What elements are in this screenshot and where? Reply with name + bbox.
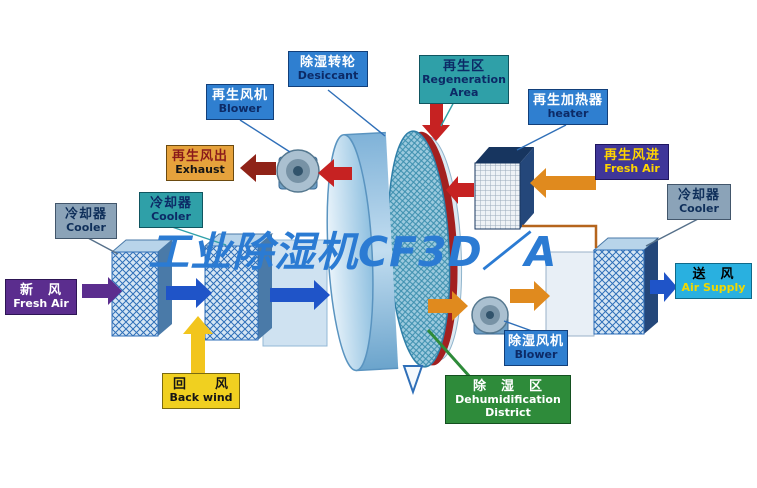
label-regen-blower-zh: 再生风机 xyxy=(211,88,268,103)
label-exhaust-en: Exhaust xyxy=(175,163,225,177)
label-dehumid-district-zh: 除 湿 区 xyxy=(472,379,543,394)
leader-regen-blower xyxy=(239,119,291,153)
arrow-return-air-up xyxy=(183,316,213,378)
label-fresh-air: 新 风 Fresh Air xyxy=(5,279,77,316)
label-back-wind-zh: 回 风 xyxy=(172,377,229,392)
label-fresh-air-zh: 新 风 xyxy=(19,283,62,298)
label-regen-fresh-air-en: Fresh Air xyxy=(604,162,660,176)
label-back-wind: 回 风 Back wind xyxy=(162,373,240,410)
label-regen-fresh-air-zh: 再生风进 xyxy=(603,148,660,163)
label-exhaust-zh: 再生风出 xyxy=(171,149,228,164)
label-dehumid-district-en: Dehumidification District xyxy=(455,393,561,420)
label-cooler-right: 冷却器 Cooler xyxy=(667,184,731,221)
label-air-supply-en: Air Supply xyxy=(681,281,746,295)
label-regen-fresh-air: 再生风进 Fresh Air xyxy=(595,144,669,181)
cooler-box-left-inner xyxy=(203,233,274,341)
heater-unit xyxy=(474,147,534,230)
leader-cooler-left-inner xyxy=(171,226,227,246)
label-cooler-left-outer-en: Cooler xyxy=(66,221,106,235)
leader-heater xyxy=(516,124,567,151)
arrow-heater-to-wheel xyxy=(446,176,474,204)
label-fresh-air-en: Fresh Air xyxy=(13,297,69,311)
label-dehumid-blower-zh: 除湿风机 xyxy=(507,334,564,349)
arrow-process-4 xyxy=(510,281,550,311)
arrow-regen-exhaust-1 xyxy=(318,159,352,187)
leader-cooler-left-outer xyxy=(87,237,119,255)
leader-desiccant xyxy=(327,89,386,137)
leader-dehumid-district xyxy=(426,329,472,378)
label-exhaust: 再生风出 Exhaust xyxy=(166,145,234,182)
label-air-supply-zh: 送 风 xyxy=(692,267,735,282)
label-cooler-right-zh: 冷却器 xyxy=(677,188,720,203)
cooler-box-left-outer xyxy=(110,239,174,337)
label-cooler-left-inner-en: Cooler xyxy=(151,210,191,224)
arrow-process-3 xyxy=(428,291,468,321)
flow-arrows xyxy=(82,104,677,378)
label-dehumid-blower-en: Blower xyxy=(514,348,558,362)
label-regen-blower: 再生风机 Blower xyxy=(206,84,274,121)
label-regen-heater: 再生加热器 heater xyxy=(528,89,608,126)
label-regen-heater-en: heater xyxy=(547,107,589,121)
label-cooler-right-en: Cooler xyxy=(679,202,719,216)
leader-lines xyxy=(87,89,699,378)
label-air-supply: 送 风 Air Supply xyxy=(675,263,752,300)
label-cooler-left-inner-zh: 冷却器 xyxy=(149,196,192,211)
arrow-regen-exhaust-2 xyxy=(240,154,276,182)
wheel-seal-clip xyxy=(402,365,424,396)
process-fan xyxy=(471,296,509,335)
label-desiccant: 除湿转轮 Desiccant xyxy=(288,51,368,88)
arrow-air-supply-out xyxy=(650,272,677,302)
label-desiccant-zh: 除湿转轮 xyxy=(299,55,356,70)
duct-panel-right xyxy=(545,251,595,337)
desiccant-wheel xyxy=(326,130,463,372)
label-cooler-left-inner: 冷却器 Cooler xyxy=(139,192,203,229)
arrow-regen-fresh-in xyxy=(530,168,596,198)
label-regen-area: 再生区 Regeneration Area xyxy=(419,55,509,105)
regeneration-fan xyxy=(276,149,320,193)
label-regen-area-zh: 再生区 xyxy=(442,59,485,74)
regen-duct-line xyxy=(522,224,598,248)
cooler-box-right xyxy=(592,237,660,335)
arrow-process-1 xyxy=(166,278,212,308)
arrow-regen-area-down xyxy=(422,104,450,141)
arrow-process-2 xyxy=(270,280,330,310)
label-dehumid-blower: 除湿风机 Blower xyxy=(504,330,568,367)
label-regen-heater-zh: 再生加热器 xyxy=(532,93,603,108)
arrow-fresh-air-in xyxy=(82,277,122,305)
label-cooler-left-outer-zh: 冷却器 xyxy=(64,207,107,222)
label-regen-blower-en: Blower xyxy=(218,102,262,116)
leader-dehumid-blower xyxy=(503,320,533,332)
label-dehumid-district: 除 湿 区 Dehumidification District xyxy=(445,375,571,425)
leader-regen-area xyxy=(440,99,456,127)
label-regen-area-en: Regeneration Area xyxy=(422,73,506,100)
leader-cooler-right xyxy=(645,218,699,247)
label-cooler-left-outer: 冷却器 Cooler xyxy=(55,203,117,240)
label-desiccant-en: Desiccant xyxy=(297,69,359,83)
label-back-wind-en: Back wind xyxy=(169,391,233,405)
